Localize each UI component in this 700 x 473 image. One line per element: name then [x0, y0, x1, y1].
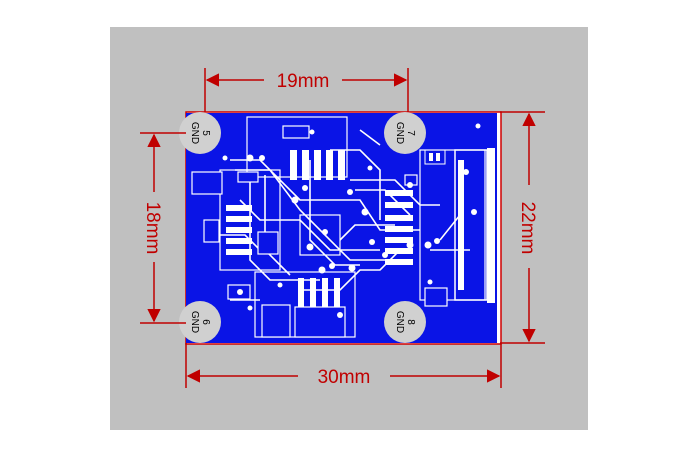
svg-text:6: 6 — [200, 319, 211, 325]
ic-u4 — [226, 205, 252, 255]
svg-text:GND: GND — [394, 311, 405, 333]
hole-5-label: GND — [189, 122, 200, 144]
dimension-top-label: 19mm — [277, 71, 330, 92]
svg-text:7: 7 — [405, 130, 416, 136]
mounting-hole-5: 5 GND — [179, 112, 221, 154]
dimension-left — [140, 132, 186, 324]
svg-text:GND: GND — [189, 311, 200, 333]
ic-u3 — [298, 278, 340, 308]
vias — [222, 123, 493, 318]
ic-u1 — [290, 150, 345, 180]
hole-8-label: GND — [394, 311, 405, 333]
dimension-left-label: 18mm — [142, 202, 163, 255]
hole-6-label: GND — [189, 311, 200, 333]
svg-text:GND: GND — [189, 122, 200, 144]
svg-text:8: 8 — [405, 319, 416, 325]
dimension-right — [500, 111, 545, 344]
hole-6-number: 6 — [200, 319, 211, 325]
component-pads — [191, 125, 448, 338]
pcb-board: 5 GND 7 GND 6 GND 8 GND — [179, 111, 502, 345]
dimension-right-label: 22mm — [517, 202, 538, 255]
usb-connector — [454, 148, 495, 303]
svg-text:5: 5 — [200, 130, 211, 136]
hole-5-number: 5 — [200, 130, 211, 136]
dimension-bottom-label: 30mm — [318, 367, 371, 388]
mounting-hole-7: 7 GND — [384, 112, 426, 154]
dimension-top — [204, 68, 409, 112]
hole-7-label: GND — [394, 122, 405, 144]
ic-u2 — [385, 190, 413, 265]
dimension-bottom — [185, 343, 502, 388]
mounting-hole-6: 6 GND — [179, 301, 221, 343]
hole-7-number: 7 — [405, 130, 416, 136]
svg-text:GND: GND — [394, 122, 405, 144]
hole-8-number: 8 — [405, 319, 416, 325]
mounting-hole-8: 8 GND — [384, 301, 426, 343]
small-component-marker — [424, 149, 446, 165]
